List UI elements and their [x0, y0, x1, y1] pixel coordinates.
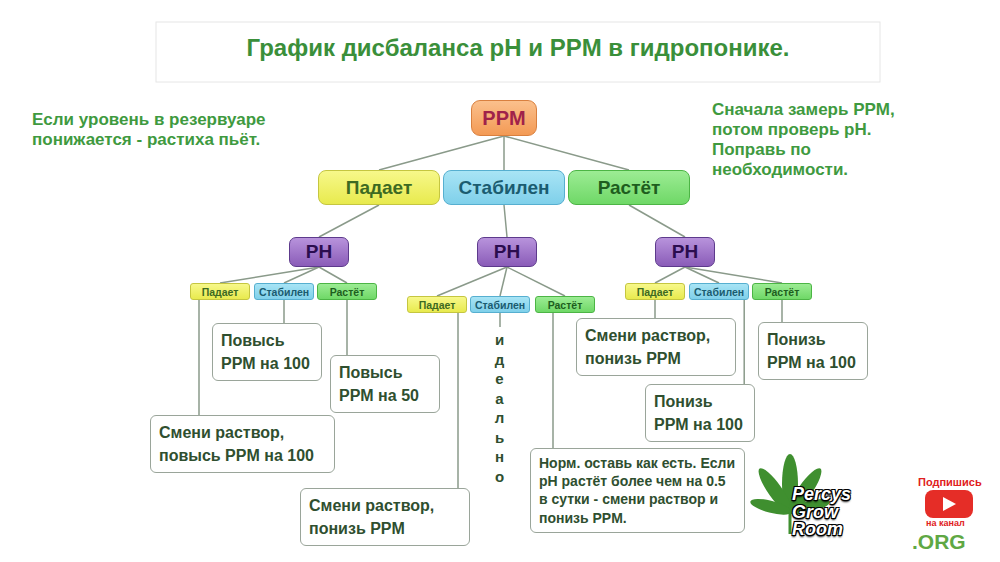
subscribe-text: Подпишись	[918, 476, 982, 488]
node-text: Повысь PPM на 50	[339, 361, 431, 407]
node-text: Стабилен	[459, 177, 550, 199]
action-box: Норм. оставь как есть. Если pH растёт бо…	[530, 448, 745, 533]
connector-line	[437, 267, 507, 296]
node-text: Норм. оставь как есть. Если pH растёт бо…	[539, 454, 736, 527]
site-suffix: .ORG	[912, 531, 966, 552]
ph-box: PH	[477, 237, 537, 267]
node-text: PPM	[482, 107, 525, 130]
node-text: Понизь PPM на 100	[767, 328, 859, 374]
ppm-state-box: Падает	[318, 170, 440, 205]
connector-line	[319, 267, 347, 283]
subscribe-text: на канал	[926, 518, 965, 528]
node-text: Смени раствор, понизь PPM	[309, 494, 461, 540]
leader-line	[499, 313, 501, 327]
node-text: Стабилен	[475, 299, 525, 311]
connector-line	[552, 313, 554, 448]
node-text: Смени раствор, понизь PPM	[585, 324, 727, 370]
action-box: Повысь PPM на 50	[330, 355, 440, 413]
ph-state-box: Падает	[190, 283, 250, 300]
ph-box: PH	[289, 237, 349, 267]
ph-state-box: Стабилен	[470, 296, 530, 313]
connector-line	[500, 267, 507, 296]
node-text: Понизь PPM на 100	[654, 390, 746, 436]
node-text: Падает	[637, 286, 674, 298]
youtube-icon	[925, 490, 973, 518]
node-text: Падает	[346, 177, 412, 199]
node-text: PH	[494, 241, 520, 263]
node-text: Растёт	[598, 177, 661, 199]
ph-state-box: Падает	[407, 296, 467, 313]
connector-line	[198, 300, 200, 415]
node-text: Повысь PPM на 100	[221, 329, 313, 375]
connector-line	[284, 267, 319, 283]
side-note: Сначала замерь PPM, потом проверь pH. По…	[712, 100, 912, 180]
ph-state-box: Падает	[625, 283, 685, 300]
node-text: Стабилен	[694, 286, 744, 298]
node-text: Стабилен	[259, 286, 309, 298]
connector-line	[685, 267, 782, 283]
connector-line	[743, 300, 745, 384]
title-frame	[156, 22, 880, 82]
action-box: Смени раствор, понизь PPM	[300, 488, 470, 546]
ppm-state-box: Стабилен	[443, 170, 565, 205]
ph-state-box: Стабилен	[254, 283, 314, 300]
vertical-note: идеально	[492, 330, 507, 486]
node-text: Падает	[419, 299, 456, 311]
logo-text: Percys Grow Room	[792, 486, 887, 539]
node-text: Растёт	[330, 286, 365, 298]
node-text: Смени раствор, повысь PPM на 100	[159, 421, 326, 467]
node-text: Растёт	[765, 286, 800, 298]
connector-line	[504, 136, 629, 170]
ph-state-box: Растёт	[317, 283, 377, 300]
connector-line	[629, 205, 685, 237]
connector-line	[346, 300, 348, 355]
node-text: Растёт	[548, 299, 583, 311]
diagram-title: График дисбаланса pH и PPM в гидропонике…	[156, 34, 880, 62]
ppm-state-box: Растёт	[568, 170, 690, 205]
connector-line	[781, 300, 783, 322]
connector-line	[283, 300, 285, 323]
node-text: PH	[306, 241, 332, 263]
connector-line	[379, 136, 504, 170]
connector-line	[507, 267, 565, 296]
action-box: Повысь PPM на 100	[212, 323, 322, 381]
action-box: Понизь PPM на 100	[758, 322, 868, 380]
ph-state-box: Растёт	[752, 283, 812, 300]
ppm-box: PPM	[471, 100, 536, 136]
connector-line	[654, 300, 656, 318]
side-note: Если уровень в резервуаре понижается - р…	[32, 110, 302, 150]
connector-line	[220, 267, 319, 283]
connector-line	[503, 136, 505, 170]
ph-state-box: Растёт	[535, 296, 595, 313]
connector-line	[319, 205, 379, 237]
node-text: Падает	[202, 286, 239, 298]
ph-state-box: Стабилен	[689, 283, 749, 300]
action-box: Понизь PPM на 100	[645, 384, 755, 442]
connector-line	[457, 313, 459, 488]
action-box: Смени раствор, понизь PPM	[576, 318, 736, 376]
connector-line	[504, 205, 507, 237]
action-box: Смени раствор, повысь PPM на 100	[150, 415, 335, 473]
node-text: PH	[672, 241, 698, 263]
connector-line	[655, 267, 685, 283]
ph-box: PH	[655, 237, 715, 267]
